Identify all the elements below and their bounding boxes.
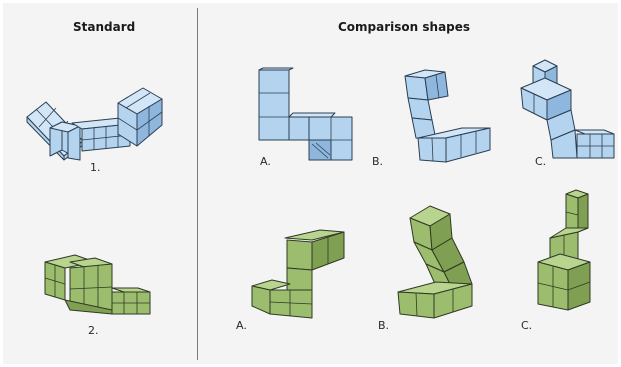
comparison-heading: Comparison shapes [338,20,471,34]
option-2a-shape [251,229,345,319]
option-1c-shape [520,59,615,159]
column-divider [197,8,198,360]
option-2a-label: A. [236,319,247,332]
standard-2-label: 2. [88,324,99,337]
option-1a-label: A. [260,155,271,168]
option-2c-shape [537,189,591,311]
option-1b-label: B. [372,155,384,168]
standard-shape-2 [44,254,151,315]
option-1b-shape [404,69,491,163]
standard-heading: Standard [73,20,136,34]
standard-1-label: 1. [90,161,101,174]
option-2c-label: C. [521,319,533,332]
option-2b-shape [397,205,473,319]
standard-shape-1 [26,87,163,161]
option-2b-label: B. [378,319,390,332]
option-1c-label: C. [535,155,547,168]
option-1a-shape [258,67,353,161]
